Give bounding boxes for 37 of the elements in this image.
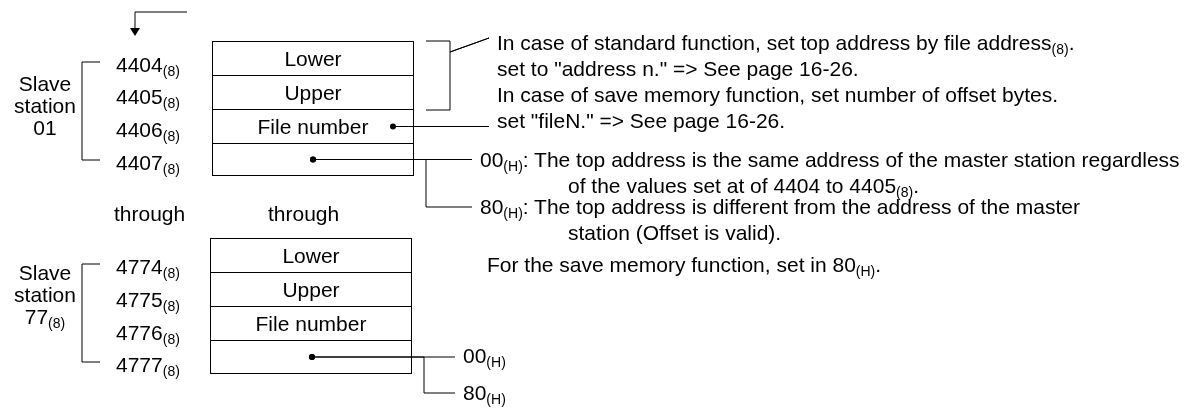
- address-label: 4407$_{(8)}$: [116, 150, 181, 179]
- leader-line: [425, 37, 490, 111]
- note-text: set "fileN." => See page 16-26.: [497, 108, 786, 134]
- note-text: through: [268, 201, 341, 227]
- note-text: 00$_{(H)}$: The top address is the same address of the master station regardless of the values set at of 4404 to 4405$_{(8)}$.: [480, 147, 1185, 199]
- address-label: 4774$_{(8)}$: [116, 254, 181, 283]
- row-label: Lower: [284, 45, 342, 72]
- address-label: 4776$_{(8)}$: [116, 320, 181, 349]
- note-text: For the save memory function, set in 80$_{(H)}$.: [487, 252, 883, 281]
- row-label: File number: [257, 113, 369, 140]
- note-text: 80$_{(H)}$: [463, 380, 506, 406]
- station-label: Slave station 01: [13, 73, 77, 139]
- row-label: Upper: [284, 79, 342, 106]
- address-label: 4404$_{(8)}$: [116, 52, 181, 81]
- row-label: File number: [255, 310, 367, 337]
- row-label: Upper: [282, 276, 340, 303]
- note-text: set to "address n." => See page 16-26.: [497, 56, 859, 82]
- address-label: 4775$_{(8)}$: [116, 287, 181, 316]
- table-row: [212, 143, 414, 176]
- table-row: [210, 340, 412, 374]
- address-label: 4406$_{(8)}$: [116, 117, 181, 146]
- note-text: In case of standard function, set top address by file address$_{(8)}$.: [497, 30, 1075, 56]
- table-row: [210, 272, 412, 307]
- table-row: [210, 238, 412, 273]
- leader-line: [390, 123, 490, 130]
- leader-line: [309, 354, 456, 394]
- table-row: [212, 109, 414, 144]
- row-label: Lower: [282, 242, 340, 269]
- note-text: In case of save memory function, set number of offset bytes.: [497, 82, 1059, 108]
- leader-line: [310, 156, 473, 208]
- note-text: 00$_{(H)}$: [463, 343, 506, 369]
- note-text: through: [114, 201, 187, 227]
- table-row: [212, 75, 414, 110]
- table-row: [210, 306, 412, 341]
- table-row: [212, 41, 414, 76]
- address-label: 4405$_{(8)}$: [116, 84, 181, 113]
- address-label: 4777$_{(8)}$: [116, 352, 181, 381]
